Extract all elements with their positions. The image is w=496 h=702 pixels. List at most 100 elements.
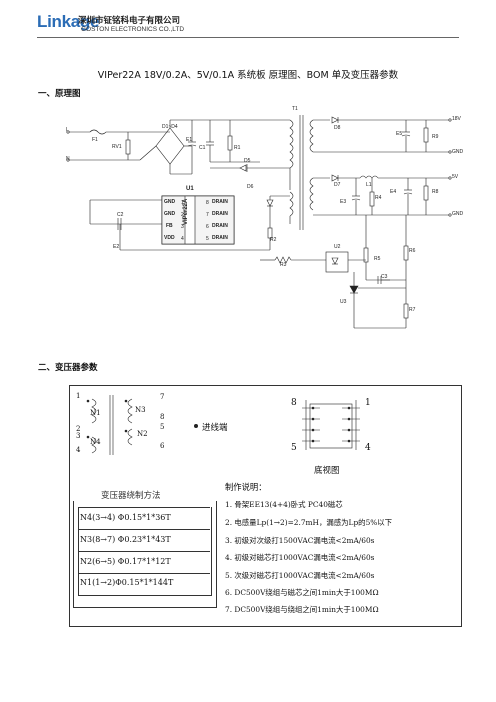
label-C2: C2 (117, 212, 124, 218)
label-E3: E3 (340, 199, 347, 205)
winding-name-n1: N1 (90, 409, 101, 417)
label-F1: F1 (92, 137, 98, 143)
bottom-view-caption: 底视图 (314, 466, 340, 476)
label-R9: R9 (432, 134, 439, 140)
section-heading-schematic: 一、原理图 (38, 89, 81, 99)
label-C1: C1 (199, 145, 206, 151)
pin-label-2: GND (164, 211, 176, 217)
output-gnd-2: GND (452, 211, 464, 217)
pin-label-8: DRAIN (212, 199, 228, 205)
winding-pin-5: 5 (160, 423, 165, 431)
label-D1-D4: D1~D4 (162, 124, 178, 130)
winding-pin-8: 8 (160, 413, 165, 421)
winding-name-n3: N3 (135, 406, 146, 414)
winding-row-divider (78, 507, 210, 508)
label-T1: T1 (292, 106, 298, 112)
bottom-pin-4: 4 (365, 443, 371, 453)
winding-row-n3: N3(8→7) Φ0.23*1*43T (80, 535, 171, 544)
note-4: 4. 初级对磁芯打1000VAC漏电流<2mA/60s (225, 553, 375, 562)
company-name-cn: 深圳市钲铭科电子有限公司 (78, 16, 181, 26)
bottom-pin-8: 8 (291, 398, 297, 408)
winding-pin-7: 7 (160, 393, 165, 401)
winding-row-divider (78, 529, 210, 530)
label-R5: R5 (374, 256, 381, 262)
pin-num-1: 1 (181, 200, 184, 206)
pin-num-5: 5 (206, 236, 209, 242)
label-D5: D5 (244, 158, 251, 164)
pin-label-3: FB (166, 223, 173, 229)
winding-name-n4: N4 (90, 438, 101, 446)
winding-method-frame (73, 501, 217, 608)
note-6: 6. DC500V绕组与磁芯之间1min大于100MΩ (225, 588, 379, 597)
note-3: 3. 初级对次级打1500VAC漏电流<2mA/60s (225, 536, 375, 545)
label-C3: C3 (381, 274, 388, 280)
winding-pin-1: 1 (76, 392, 81, 400)
start-terminal-legend: 进线端 (202, 423, 228, 433)
label-E4: E4 (390, 189, 397, 195)
winding-row-divider (78, 551, 210, 552)
schematic-diagram (66, 115, 452, 329)
company-logo: Linkage (37, 12, 100, 31)
label-U1: U1 (186, 186, 194, 192)
notes-title: 制作说明： (225, 482, 267, 492)
winding-pin-6: 6 (160, 442, 165, 450)
label-R7: R7 (409, 307, 416, 313)
winding-pin-4: 4 (76, 446, 81, 454)
pin-label-5: DRAIN (212, 235, 228, 241)
label-U3: U3 (340, 299, 347, 305)
section-heading-transformer: 二、变压器参数 (38, 363, 98, 373)
bottom-view-diagram (302, 400, 360, 450)
label-D7: D7 (334, 182, 341, 188)
transformer-parameters-box (69, 385, 462, 627)
label-E2: E2 (113, 244, 120, 250)
label-E1: E1 (186, 137, 193, 143)
pin-num-8: 8 (206, 200, 209, 206)
pin-num-3: 3 (181, 224, 184, 230)
company-name-en: GOSTON ELECTRONICS CO.,LTD (81, 26, 185, 33)
label-R4: R4 (375, 195, 382, 201)
label-L: L (66, 127, 69, 133)
pin-label-1: GND (164, 199, 176, 205)
winding-pin-3: 3 (76, 432, 81, 440)
label-R6: R6 (409, 248, 416, 254)
winding-row-n1: N1(1→2)Φ0.15*1*144T (80, 578, 174, 587)
winding-name-n2: N2 (137, 430, 148, 438)
note-1: 1. 骨架EE13(4+4)卧式 PC40磁芯 (225, 500, 343, 509)
pin-label-7: DRAIN (212, 211, 228, 217)
pin-label-4: VDD (164, 235, 175, 241)
bottom-pin-5: 5 (291, 443, 297, 453)
label-E5: E5 (396, 131, 403, 137)
label-N: N (66, 156, 70, 162)
label-RV1: RV1 (112, 144, 122, 150)
output-5v: 5V (452, 174, 459, 180)
note-5: 5. 次级对磁芯打1000VAC漏电流<2mA/60s (225, 571, 375, 580)
label-R2: R2 (270, 237, 277, 243)
output-gnd-1: GND (452, 149, 464, 155)
winding-row-divider (78, 573, 210, 574)
winding-row-n4: N4(3→4) Φ0.15*1*36T (80, 513, 171, 522)
start-dot-icon (194, 424, 198, 428)
label-U2: U2 (334, 244, 341, 250)
label-R3: R3 (280, 262, 287, 268)
label-D6: D6 (247, 184, 254, 190)
output-18v: 18V (452, 116, 461, 122)
winding-pin-2: 2 (76, 425, 81, 433)
label-R1: R1 (234, 145, 241, 151)
pin-label-6: DRAIN (212, 223, 228, 229)
label-D8: D8 (334, 125, 341, 131)
pin-num-2: 2 (181, 212, 184, 218)
document-title: VIPer22A 18V/0.2A、5V/0.1A 系统板 原理图、BOM 单及… (97, 70, 399, 81)
note-2: 2. 电感量Lp(1→2)=2.7mH，漏感为Lp的5%以下 (225, 518, 393, 527)
pin-num-4: 4 (181, 236, 184, 242)
pin-num-6: 6 (206, 224, 209, 230)
winding-method-title: 变压器绕制方法 (101, 491, 161, 501)
winding-diagram (86, 395, 133, 455)
header-divider (37, 37, 459, 38)
note-7: 7. DC500V绕组与绕组之间1min大于100MΩ (225, 605, 379, 614)
chip-name: VIPer22A (183, 198, 189, 225)
bottom-pin-1: 1 (365, 398, 371, 408)
pin-num-7: 7 (206, 212, 209, 218)
label-L1: L1 (366, 182, 372, 188)
winding-row-n2: N2(6→5) Φ0.17*1*12T (80, 557, 171, 566)
label-R8: R8 (432, 189, 439, 195)
